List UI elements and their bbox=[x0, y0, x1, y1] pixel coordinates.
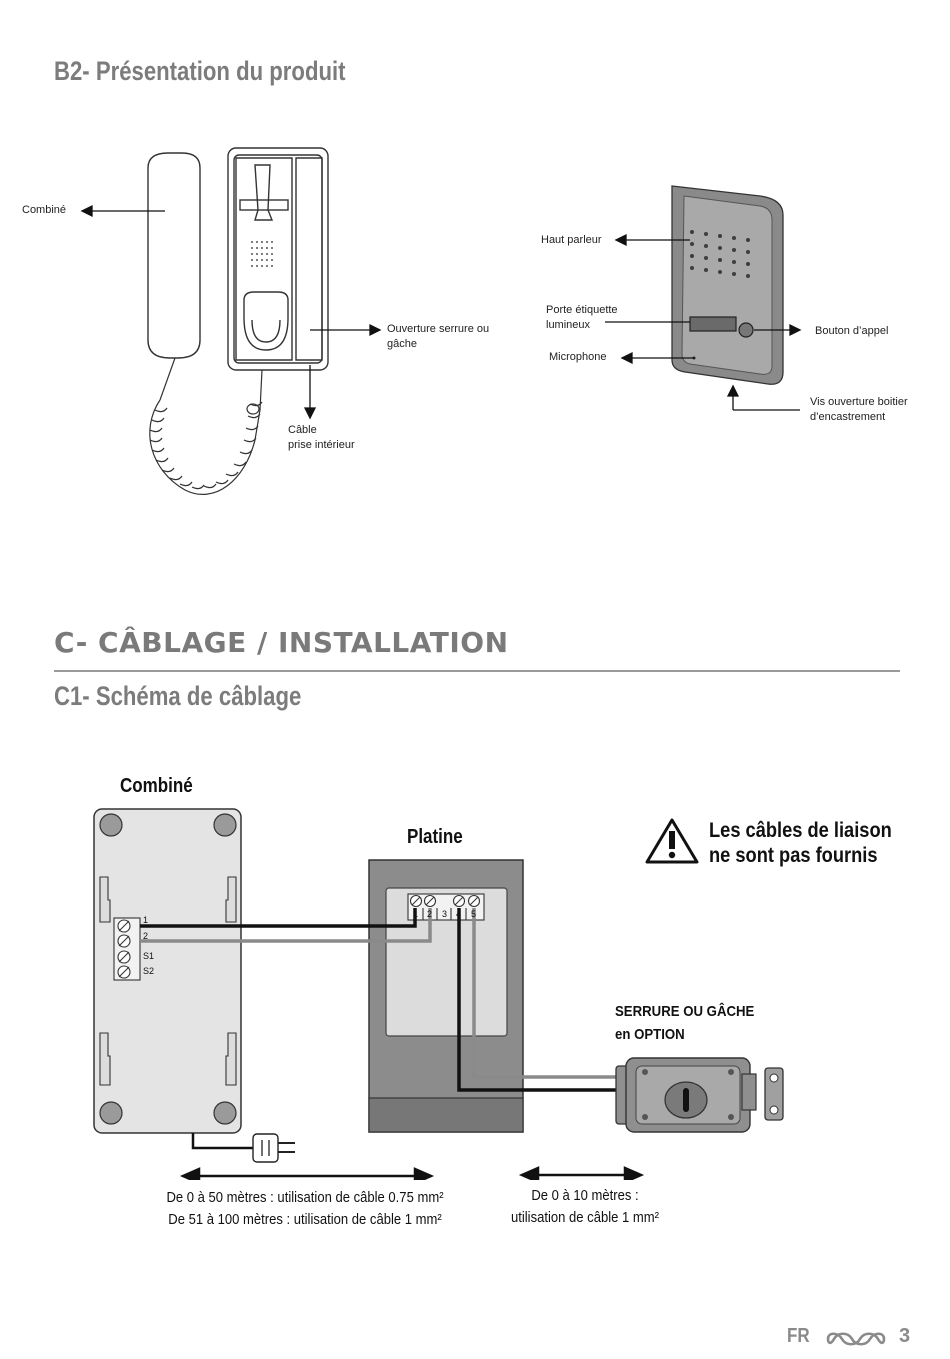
handset-terminal-1: 1 bbox=[143, 915, 149, 925]
distance-handset-1: De 0 à 50 mètres : utilisation de câble … bbox=[166, 1190, 444, 1206]
section-divider bbox=[54, 670, 900, 672]
plate-speaker-holes bbox=[690, 230, 750, 278]
door-plate-illustration bbox=[605, 185, 802, 411]
handset-back-box bbox=[93, 808, 242, 1134]
handset-terminal-s2: S2 bbox=[143, 966, 155, 976]
wiring-diagram bbox=[93, 808, 784, 1180]
lock-option-2: en OPTION bbox=[615, 1026, 685, 1043]
plug-icon bbox=[252, 1133, 279, 1163]
section-c-title: C- CÂBLAGE / INSTALLATION bbox=[54, 626, 509, 659]
warning-line-2: ne sont pas fournis bbox=[709, 844, 878, 867]
label-speaker: Haut parleur bbox=[541, 234, 602, 246]
footer-lang: FR bbox=[787, 1325, 810, 1347]
distance-lock-2: utilisation de câble 1 mm² bbox=[511, 1210, 659, 1226]
distance-handset-2: De 51 à 100 mètres : utilisation de câbl… bbox=[168, 1212, 442, 1228]
label-lock-opening-2: gâche bbox=[387, 338, 417, 350]
distance-lock-1: De 0 à 10 mètres : bbox=[531, 1188, 639, 1204]
label-label-holder-1: Porte étiquette bbox=[546, 304, 618, 316]
label-combine: Combiné bbox=[22, 204, 67, 216]
plate-terminal-3: 3 bbox=[442, 909, 448, 919]
section-b2-title: B2- Présentation du produit bbox=[54, 56, 346, 86]
wiring-plate-title: Platine bbox=[407, 826, 463, 848]
warning-icon bbox=[645, 818, 699, 864]
label-screw-2: d’encastrement bbox=[810, 411, 886, 423]
warning-line-1: Les câbles de liaison bbox=[709, 819, 892, 842]
label-cable-2: prise intérieur bbox=[288, 439, 355, 451]
label-microphone: Microphone bbox=[549, 351, 607, 363]
brand-logo-icon bbox=[826, 1332, 886, 1346]
lock-option-1: SERRURE OU GÂCHE bbox=[615, 1003, 755, 1020]
label-call-button: Bouton d’appel bbox=[815, 325, 889, 337]
coiled-cord bbox=[149, 357, 263, 495]
section-c1-title: C1- Schéma de câblage bbox=[54, 681, 302, 711]
plate-terminal-1: 1 bbox=[413, 909, 419, 919]
handset-terminal-2: 2 bbox=[143, 931, 149, 941]
label-screw-1: Vis ouverture boitier bbox=[810, 396, 908, 408]
base-speaker-holes bbox=[251, 241, 273, 267]
lock-drawing bbox=[615, 1057, 784, 1133]
label-lock-opening-1: Ouverture serrure ou bbox=[387, 323, 490, 335]
handset-illustration bbox=[80, 147, 382, 495]
plate-terminal-5: 5 bbox=[471, 909, 477, 919]
handset-terminal-s1: S1 bbox=[143, 951, 155, 961]
label-cable-1: Câble bbox=[288, 424, 317, 436]
plate-terminal-2: 2 bbox=[427, 909, 433, 919]
footer-page-number: 3 bbox=[899, 1325, 911, 1347]
wiring-handset-title: Combiné bbox=[120, 775, 193, 797]
label-label-holder-2: lumineux bbox=[546, 319, 591, 331]
plate-terminal-4: 4 bbox=[456, 909, 462, 919]
